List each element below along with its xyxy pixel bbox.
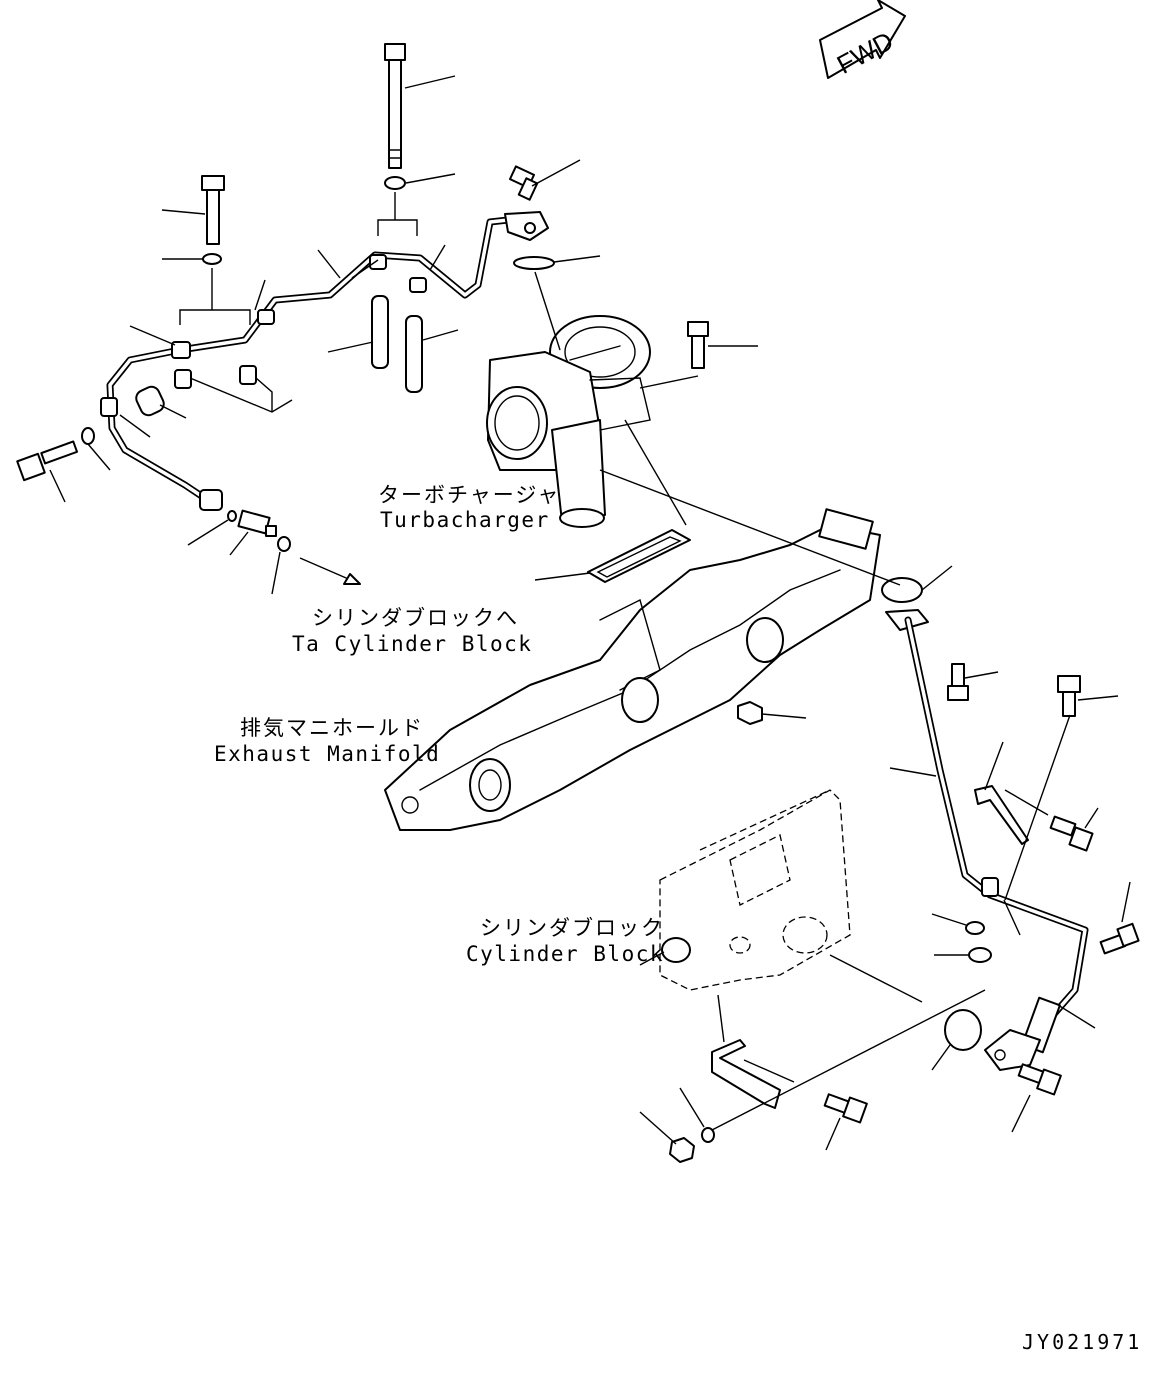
gasket: [513, 256, 555, 270]
nut: [737, 701, 763, 725]
bolt-bottom-right: [1017, 1063, 1062, 1096]
washer: [384, 176, 406, 190]
bolt-turbo-top: [508, 165, 539, 201]
gasket-bottom: [944, 1009, 982, 1051]
bolt-bottom: [823, 1093, 868, 1124]
cylinder-block-label-en: Cylinder Block: [466, 942, 665, 966]
spacer-tube: [371, 295, 389, 369]
bolt-left: [201, 175, 225, 245]
washer: [81, 427, 95, 445]
bolt-right-upper: [947, 663, 969, 701]
exhaust-manifold-label-jp: 排気マニホールド: [240, 716, 424, 740]
washer-bottom: [701, 1127, 715, 1143]
exhaust-manifold: [384, 508, 881, 831]
turbocharger-label-jp: ターボチャージャ: [378, 483, 561, 507]
washer-left: [202, 253, 222, 265]
turbocharger: [486, 315, 651, 528]
bolt-turbo-right: [687, 321, 709, 369]
bolt-right-mid: [1049, 815, 1094, 852]
turbo-gasket: [587, 529, 691, 583]
to-cylinder-block-label-jp: シリンダブロックへ: [312, 606, 519, 630]
oil-return-pipe: [885, 609, 1089, 1071]
banjo-bolt: [16, 440, 79, 482]
o-ring: [277, 536, 291, 552]
long-bolt: [384, 43, 406, 169]
to-cylinder-block-label-en: Ta Cylinder Block: [292, 632, 533, 656]
fwd-arrow-icon: FWD: [819, 0, 906, 80]
turbocharger-label-en: Turbacharger: [380, 508, 550, 532]
collar: [239, 365, 257, 385]
spacer-tube: [405, 315, 423, 393]
gasket-right: [881, 577, 923, 603]
cylinder-block-label-jp: シリンダブロック: [480, 916, 664, 940]
o-ring: [227, 510, 237, 522]
nut-right: [968, 947, 992, 963]
oil-feed-pipe: [100, 211, 549, 511]
collar: [174, 369, 192, 389]
bracket-bottom: [711, 1039, 781, 1109]
bracket-right: [974, 785, 1029, 845]
bolt-right-top: [1057, 675, 1081, 717]
connector: [237, 509, 277, 537]
bolt-right-low: [1099, 922, 1140, 955]
collar: [135, 385, 165, 417]
cylinder-block: [659, 789, 851, 991]
exhaust-manifold-label-en: Exhaust Manifold: [214, 742, 441, 766]
leader-lines: [49, 75, 1131, 1151]
washer-right: [965, 921, 985, 935]
drawing-code: JY021971: [1022, 1330, 1143, 1354]
